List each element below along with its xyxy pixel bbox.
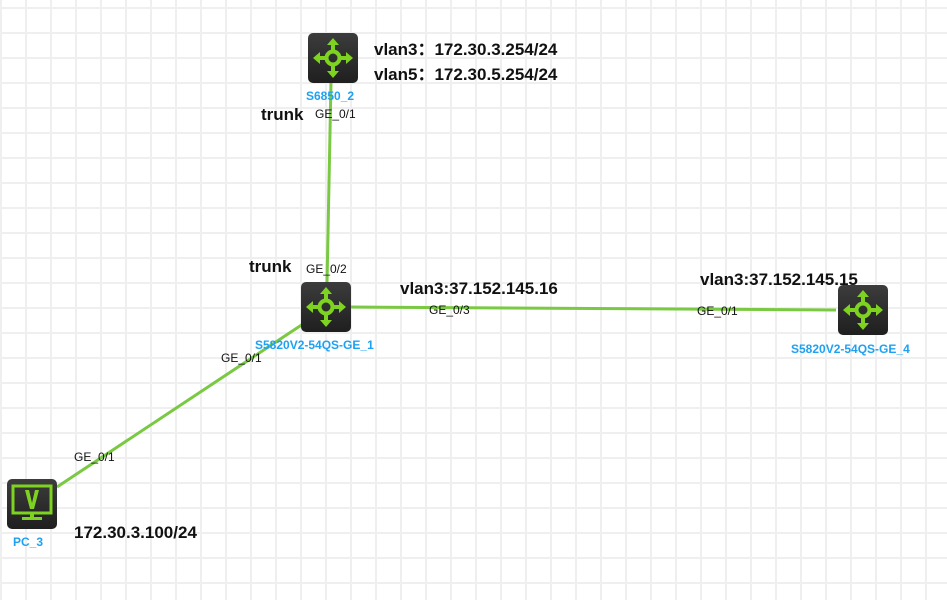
port-label-s6850-ge-0-1: GE_0/1 <box>315 107 356 121</box>
port-label-ge1-ge-0-1: GE_0/1 <box>221 351 262 365</box>
device-label-s5820v2-ge-1: S5820V2-54QS-GE_1 <box>255 338 374 352</box>
annotation-s6850-vlan3: vlan3：172.30.3.254/24 <box>374 40 558 59</box>
link-ge-1-to-pc-3[interactable] <box>56 322 304 489</box>
pc-monitor-icon <box>11 484 53 520</box>
link-s6850-2-to-ge-1[interactable] <box>325 81 333 285</box>
device-s6850-2[interactable] <box>308 33 358 83</box>
l3-switch-icon <box>306 287 346 327</box>
l3-switch-icon <box>313 38 353 78</box>
device-label-s5820v2-ge-4: S5820V2-54QS-GE_4 <box>791 342 910 356</box>
annotation-s6850-trunk: trunk <box>261 105 304 124</box>
device-pc-3[interactable] <box>7 479 57 529</box>
annotation-ge1-vlan3: vlan3:37.152.145.16 <box>400 279 558 298</box>
device-s5820v2-ge-1[interactable] <box>301 282 351 332</box>
l3-switch-icon <box>843 290 883 330</box>
port-label-pc3-ge-0-1: GE_0/1 <box>74 450 115 464</box>
port-label-ge1-ge-0-2: GE_0/2 <box>306 262 347 276</box>
device-label-s6850-2: S6850_2 <box>306 89 355 103</box>
port-label-ge1-ge-0-3: GE_0/3 <box>429 303 470 317</box>
link-ge-1-to-ge-4[interactable] <box>349 305 837 312</box>
port-label-ge4-ge-0-1: GE_0/1 <box>697 304 738 318</box>
annotation-s6850-vlan5: vlan5：172.30.5.254/24 <box>374 65 558 84</box>
annotation-pc3-ip: 172.30.3.100/24 <box>74 523 197 542</box>
annotation-ge1-trunk: trunk <box>249 257 292 276</box>
device-label-pc-3: PC_3 <box>13 535 44 549</box>
device-s5820v2-ge-4[interactable] <box>838 285 888 335</box>
annotation-ge4-vlan3: vlan3:37.152.145.15 <box>700 270 858 289</box>
